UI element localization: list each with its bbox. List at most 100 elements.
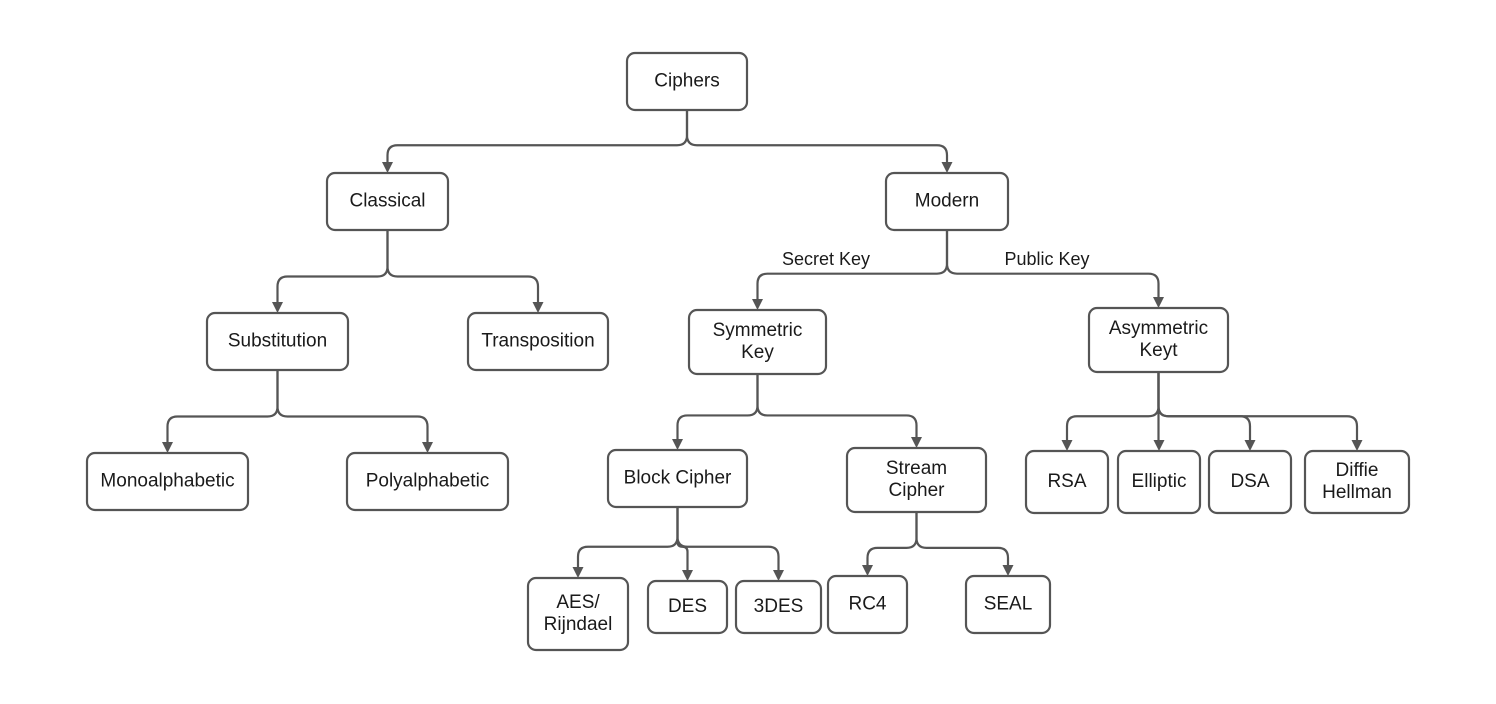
node-monoalphabetic[interactable]: Monoalphabetic [85,451,250,512]
arrowhead-icon [1244,440,1256,451]
node-seal[interactable]: SEAL [964,574,1052,635]
node-box-blockcipher[interactable] [606,448,749,509]
node-blockcipher[interactable]: Block Cipher [606,448,749,509]
node-box-asymmetric[interactable] [1087,306,1230,374]
edge-line [1157,372,1252,440]
node-des[interactable]: DES [646,579,729,635]
edge-ciphers-to-modern [685,110,953,173]
edge-line [386,110,689,162]
edge-labels-layer: Secret Key Public Key [782,249,1090,269]
arrowhead-icon [941,162,953,173]
node-label-elliptic: Elliptic [1132,471,1187,492]
edge-line [756,374,918,437]
edge-symmetric-to-blockcipher [672,374,759,450]
edge-line [166,370,279,442]
node-box-streamcipher[interactable] [845,446,988,514]
arrowhead-icon [672,439,683,450]
arrowhead-icon [682,570,693,581]
node-box-transposition[interactable] [466,311,610,372]
node-box-seal[interactable] [964,574,1052,635]
node-label-monoalphabetic: Monoalphabetic [100,471,234,492]
edge-modern-to-asymmetric [945,230,1164,308]
edge-classical-to-transposition [386,230,544,313]
node-box-diffie[interactable] [1303,449,1411,515]
arrowhead-icon [862,565,873,576]
edge-blockcipher-to-aes [572,507,679,578]
edge-substitution-to-monoalphabetic [162,370,279,453]
edge-symmetric-to-streamcipher [756,374,922,448]
node-rsa[interactable]: RSA [1024,449,1110,515]
edge-blockcipher-to-3des [676,507,784,581]
node-box-polyalphabetic[interactable] [345,451,510,512]
node-modern[interactable]: Modern [884,171,1010,232]
edge-line [676,374,759,439]
node-label-3des: 3DES [754,596,804,617]
arrowhead-icon [1061,440,1073,451]
node-box-modern[interactable] [884,171,1010,232]
node-box-dsa[interactable] [1207,449,1293,515]
node-box-symmetric[interactable] [687,308,828,376]
node-label-rsa: RSA [1047,471,1086,492]
node-box-rsa[interactable] [1024,449,1110,515]
edge-line [676,507,689,570]
arrowhead-icon [1002,565,1014,576]
node-label-dsa: DSA [1230,471,1269,492]
node-box-3des[interactable] [734,579,823,635]
arrowhead-icon [773,570,784,581]
edge-line [276,370,429,442]
node-elliptic[interactable]: Elliptic [1116,449,1202,515]
node-label-aes: AES/Rijndael [544,592,613,635]
node-box-des[interactable] [646,579,729,635]
edge-streamcipher-to-seal [915,512,1014,576]
node-transposition[interactable]: Transposition [466,311,610,372]
node-label-transposition: Transposition [481,331,594,352]
node-box-elliptic[interactable] [1116,449,1202,515]
node-label-rc4: RC4 [848,594,886,615]
edge-modern-to-symmetric [752,230,949,310]
label-public-key: Public Key [1004,249,1089,269]
edge-line [276,230,389,302]
edge-ciphers-to-classical [382,110,689,173]
node-aes[interactable]: AES/Rijndael [526,576,630,652]
edge-asymmetric-to-diffie [1157,372,1363,451]
node-label-des: DES [668,596,707,617]
arrowhead-icon [532,302,544,313]
node-polyalphabetic[interactable]: Polyalphabetic [345,451,510,512]
node-ciphers[interactable]: Ciphers [625,51,749,112]
edge-line [685,110,949,162]
label-secret-key: Secret Key [782,249,870,269]
node-label-classical: Classical [349,191,425,212]
edge-asymmetric-to-rsa [1061,372,1160,451]
node-dsa[interactable]: DSA [1207,449,1293,515]
edge-line [915,512,1010,565]
node-3des[interactable]: 3DES [734,579,823,635]
node-label-polyalphabetic: Polyalphabetic [366,471,490,492]
node-box-classical[interactable] [325,171,450,232]
arrowhead-icon [162,442,173,453]
arrowhead-icon [752,299,763,310]
edge-line [1157,372,1359,440]
node-label-blockcipher: Block Cipher [624,468,732,489]
node-box-substitution[interactable] [205,311,350,372]
arrowhead-icon [1351,440,1363,451]
node-box-rc4[interactable] [826,574,909,635]
node-box-ciphers[interactable] [625,51,749,112]
node-label-modern: Modern [915,191,979,212]
node-classical[interactable]: Classical [325,171,450,232]
node-box-aes[interactable] [526,576,630,652]
node-substitution[interactable]: Substitution [205,311,350,372]
edge-classical-to-substitution [272,230,389,313]
node-box-monoalphabetic[interactable] [85,451,250,512]
edges-layer [162,110,1363,581]
arrowhead-icon [572,567,584,578]
edge-line [386,230,540,302]
node-rc4[interactable]: RC4 [826,574,909,635]
